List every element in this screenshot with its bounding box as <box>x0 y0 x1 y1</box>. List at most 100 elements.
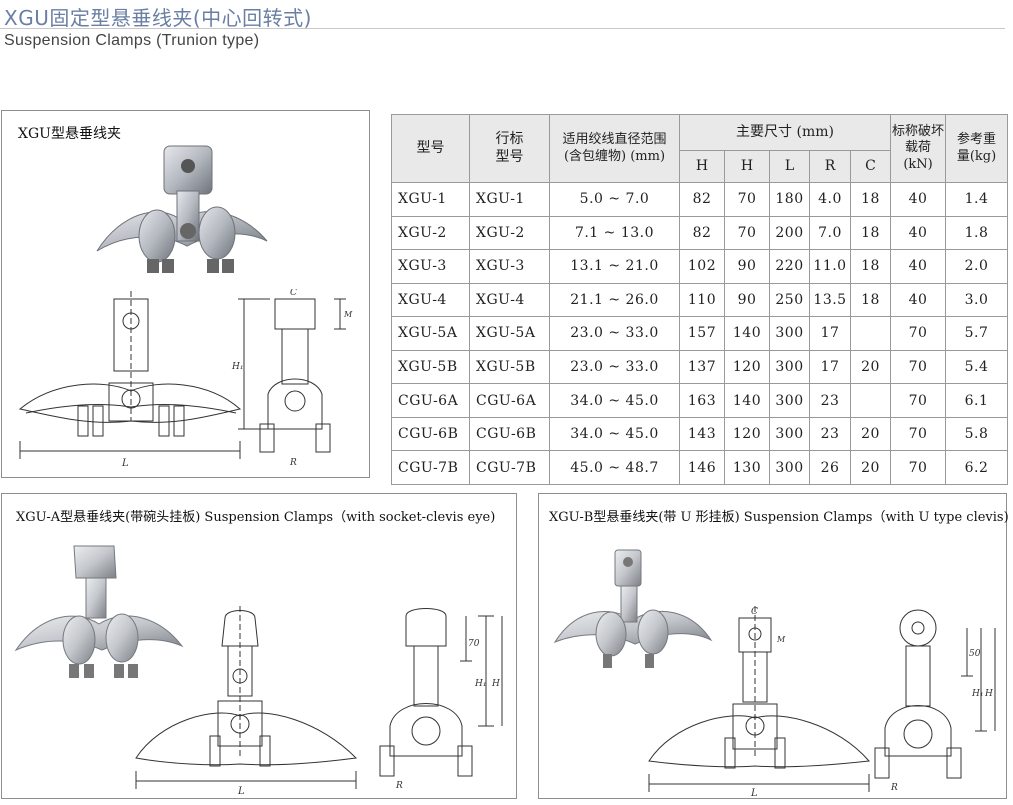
cell-r: 23 <box>809 383 851 418</box>
cell-h1: 120 <box>724 416 770 452</box>
page-title: XGU固定型悬垂线夹(中心回转式) <box>4 6 312 30</box>
xgu-b-side-drawing: 50 H₁ H R <box>874 609 996 793</box>
header-load-line1: 标称破坏 <box>892 124 945 140</box>
cell-h1: 90 <box>724 249 770 284</box>
spec-table: 型号 行标 型号 适用绞线直径范围 (含包缠物) (mm) 主要尺寸 (mm) … <box>391 114 1009 485</box>
cell-l: 200 <box>769 215 810 251</box>
cell-weight: 5.7 <box>945 316 1009 351</box>
header-load-line2: 载荷(kN) <box>903 140 933 172</box>
table-row: XGU-2 XGU-2 7.1 ~ 13.0 82 70 200 7.0 18 … <box>391 215 1009 251</box>
xgu-height1-label: H₁ <box>231 362 243 372</box>
xgu-a-length-label: L <box>237 786 245 796</box>
cell-r: 23 <box>809 416 851 452</box>
cell-h: 157 <box>679 316 725 351</box>
cell-model: XGU-3 <box>391 249 470 284</box>
cell-model: XGU-2 <box>391 215 470 251</box>
xgu-b-height1-label: H₁ <box>971 689 983 699</box>
header-main-dims: 主要尺寸 (mm) <box>678 114 892 151</box>
cell-c: 18 <box>849 182 892 217</box>
xgu-clearance-label: C <box>290 289 297 298</box>
cell-h1: 140 <box>724 383 770 418</box>
cell-r: 11.0 <box>809 249 851 284</box>
cell-r: 26 <box>809 450 851 485</box>
xgu-b-radius-label: R <box>890 783 898 793</box>
header-dim-l: L <box>769 150 810 183</box>
cell-l: 300 <box>769 450 810 485</box>
cell-std-model: XGU-2 <box>469 215 550 251</box>
cell-std-model: XGU-1 <box>469 182 550 217</box>
cell-model: XGU-1 <box>391 182 470 217</box>
cell-weight: 5.4 <box>945 349 1009 385</box>
header-model: 型号 <box>391 114 470 183</box>
cell-std-model: XGU-3 <box>469 249 550 284</box>
xgu-a-product-photo <box>14 545 184 678</box>
cell-c: 20 <box>849 450 892 485</box>
xgu-a-panel: XGU-A型悬垂线夹(带碗头挂板) Suspension Clamps（with… <box>1 493 517 799</box>
header-load: 标称破坏 载荷(kN) <box>890 114 947 183</box>
xgu-a-height-label: H <box>491 679 500 689</box>
cell-h: 146 <box>679 450 725 485</box>
cell-std-model: CGU-7B <box>469 450 550 485</box>
header-diameter-line1: 适用绞线直径范围 <box>562 132 667 148</box>
cell-load: 40 <box>890 215 947 251</box>
cell-l: 220 <box>769 249 810 284</box>
table-row: XGU-5A XGU-5A 23.0 ~ 33.0 157 140 300 17… <box>391 316 1009 351</box>
cell-h: 110 <box>679 282 725 318</box>
cell-r: 7.0 <box>809 215 851 251</box>
xgu-b-front-drawing: L C M <box>648 606 871 796</box>
xgu-b-panel-label: XGU-B型悬垂线夹(带 U 形挂板) Suspension Clamps（wi… <box>549 510 1009 525</box>
cell-load: 70 <box>890 416 947 452</box>
cell-load: 70 <box>890 316 947 351</box>
header-weight: 参考重 量(kg) <box>945 114 1009 183</box>
cell-model: CGU-6B <box>391 416 470 452</box>
xgu-product-photo <box>96 145 268 273</box>
cell-range: 23.0 ~ 33.0 <box>549 349 680 385</box>
cell-weight: 5.8 <box>945 416 1009 452</box>
cell-model: CGU-6A <box>391 383 470 418</box>
cell-load: 40 <box>890 249 947 284</box>
cell-range: 13.1 ~ 21.0 <box>549 249 680 284</box>
cell-c <box>849 383 892 418</box>
cell-model: CGU-7B <box>391 450 470 485</box>
xgu-length-label: L <box>121 458 129 469</box>
cell-h: 102 <box>679 249 725 284</box>
cell-h: 82 <box>679 182 725 217</box>
xgu-b-clearance-label: C <box>751 607 758 617</box>
cell-h1: 70 <box>724 215 770 251</box>
header-industry-model: 行标 型号 <box>469 114 550 183</box>
table-row: XGU-3 XGU-3 13.1 ~ 21.0 102 90 220 11.0 … <box>391 249 1009 284</box>
cell-c: 18 <box>849 215 892 251</box>
cell-std-model: XGU-5B <box>469 349 550 385</box>
xgu-b-product-photo <box>553 549 713 668</box>
table-row: CGU-7B CGU-7B 45.0 ~ 48.7 146 130 300 26… <box>391 450 1009 485</box>
header-dim-h1: H <box>724 150 770 183</box>
xgu-b-height-label: H <box>984 689 993 699</box>
header-dim-c: C <box>849 150 892 183</box>
header-weight-line1: 参考重 <box>957 132 997 148</box>
table-row: XGU-1 XGU-1 5.0 ~ 7.0 82 70 180 4.0 18 4… <box>391 182 1009 217</box>
xgu-a-side-drawing: 70 H₁ H R <box>379 608 503 791</box>
xgu-side-drawing: H₁ C M R <box>231 289 353 468</box>
header-industry-model-line1: 行标 <box>495 131 524 147</box>
cell-h1: 140 <box>724 316 770 351</box>
xgu-b-length-label: L <box>750 788 758 796</box>
page-subtitle: Suspension Clamps (Trunion type) <box>4 32 260 49</box>
xgu-a-seventy-label: 70 <box>468 639 480 649</box>
cell-range: 34.0 ~ 45.0 <box>549 383 680 418</box>
table-row: XGU-5B XGU-5B 23.0 ~ 33.0 137 120 300 17… <box>391 349 1009 385</box>
cell-c: 18 <box>849 249 892 284</box>
cell-l: 300 <box>769 383 810 418</box>
cell-c: 20 <box>849 416 892 452</box>
cell-range: 23.0 ~ 33.0 <box>549 316 680 351</box>
cell-l: 180 <box>769 182 810 217</box>
cell-weight: 1.8 <box>945 215 1009 251</box>
cell-c: 20 <box>849 349 892 385</box>
xgu-a-front-drawing: L <box>135 606 358 796</box>
spec-table-body: XGU-1 XGU-1 5.0 ~ 7.0 82 70 180 4.0 18 4… <box>391 182 1009 485</box>
spec-table-header-row: 型号 行标 型号 适用绞线直径范围 (含包缠物) (mm) 主要尺寸 (mm) … <box>391 114 1009 183</box>
cell-l: 300 <box>769 416 810 452</box>
xgu-b-fifty-label: 50 <box>969 649 981 659</box>
cell-load: 70 <box>890 450 947 485</box>
cell-range: 7.1 ~ 13.0 <box>549 215 680 251</box>
cell-weight: 6.2 <box>945 450 1009 485</box>
